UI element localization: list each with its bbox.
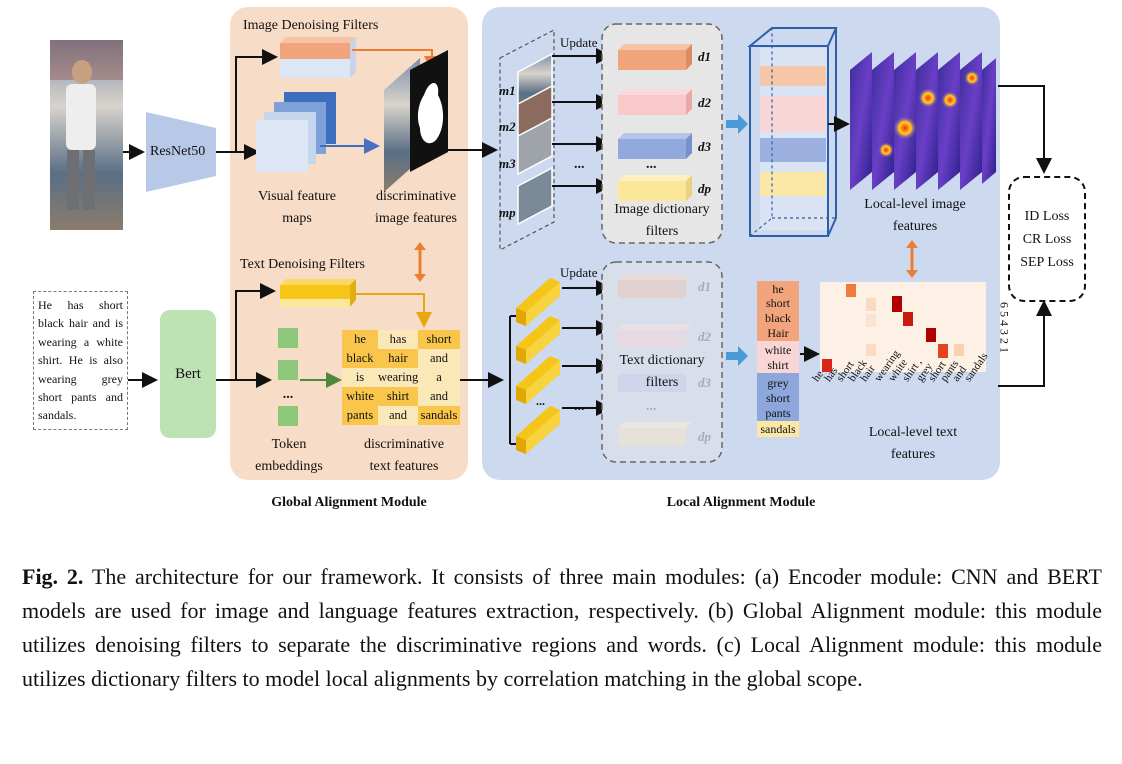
text-dictionary-cubes <box>618 274 692 446</box>
d-text-label-p: dp <box>698 429 711 444</box>
id-loss-label: ID Loss <box>1024 208 1070 224</box>
image-denoising-filter <box>280 37 356 78</box>
text-denoising-title: Text Denoising Filters <box>240 257 366 272</box>
m-label-2: m2 <box>499 119 516 134</box>
image-dictionary-cubes <box>618 44 692 201</box>
d-text-ellipsis: ... <box>646 399 657 414</box>
correlation-matrix <box>820 282 986 372</box>
d-ellipsis: ... <box>646 157 657 172</box>
disc-image-label-2: image features <box>374 211 457 226</box>
phrase-word: pants <box>765 406 791 420</box>
phrase-word: short <box>766 391 790 405</box>
m-ellipsis: ... <box>574 157 585 172</box>
text-dictionary-box <box>601 261 723 463</box>
phrase-word: grey <box>767 376 789 390</box>
feature-volume-cube <box>747 27 838 237</box>
word-cell: sandals <box>420 408 458 422</box>
local-module-title: Local Alignment Module <box>666 495 816 510</box>
image-patch-stack <box>499 29 555 251</box>
word-cell: black <box>346 351 374 365</box>
word-cell: hair <box>388 351 408 365</box>
m-label-p: mp <box>499 205 516 220</box>
word-cell: shirt <box>386 389 410 403</box>
token-label-1: Token <box>271 437 307 452</box>
word-grid <box>342 330 460 425</box>
cr-loss-label: CR Loss <box>1022 231 1072 247</box>
matrix-row-numbers: 6 5 4 3 2 1 <box>997 302 1012 353</box>
disc-image-label-1: discriminative <box>375 189 457 204</box>
image-denoising-title: Image Denoising Filters <box>243 18 379 33</box>
local-image-label-2: features <box>892 219 938 234</box>
image-dict-label-1: Image dictionary <box>614 202 710 217</box>
d-label-2: d2 <box>698 95 711 110</box>
input-text-box: He has short black hair and is wearing a… <box>33 291 128 430</box>
caption-label: Fig. 2. <box>22 564 84 589</box>
phrase-word: Hair <box>767 326 789 340</box>
phrase-column <box>757 281 799 437</box>
word-cell: pants <box>346 408 374 422</box>
update-label-image: Update <box>560 35 598 50</box>
disc-text-label-2: text features <box>369 459 439 474</box>
token-ellipsis: ... <box>282 387 294 402</box>
local-text-label-1: Local-level text <box>868 425 958 440</box>
yellow-filter-ellipsis: ... <box>536 394 545 408</box>
local-image-heatmaps <box>850 52 996 190</box>
word-cell: a <box>436 370 442 384</box>
discriminative-image-features <box>384 50 448 192</box>
word-cell: wearing <box>378 370 419 384</box>
visual-feature-maps <box>256 92 336 172</box>
figure-caption: Fig. 2. The architecture for our framewo… <box>22 560 1102 696</box>
text-dict-label-2: filters <box>645 375 679 390</box>
phrase-word: black <box>765 311 791 325</box>
word-cell: white <box>346 389 374 403</box>
d-text-label-3: d3 <box>698 375 711 390</box>
person-image <box>50 40 123 230</box>
word-cell: has <box>389 332 407 346</box>
disc-text-label-1: discriminative <box>363 437 445 452</box>
word-cell: and <box>429 389 449 403</box>
word-cell: and <box>388 408 408 422</box>
visual-feature-label-2: maps <box>282 211 312 226</box>
word-cell: and <box>429 351 449 365</box>
resnet-label: ResNet50 <box>150 144 206 159</box>
visual-feature-label-1: Visual feature <box>257 189 337 204</box>
update-label-text: Update <box>560 265 598 280</box>
token-embeddings <box>278 328 298 426</box>
d-label-3: d3 <box>698 139 711 154</box>
local-image-label-1: Local-level image <box>864 197 966 212</box>
word-cell: short <box>426 332 452 346</box>
loss-box: ID Loss CR Loss SEP Loss <box>1008 176 1086 302</box>
d-label-p: dp <box>698 181 711 196</box>
text-filter-ellipsis: ... <box>574 399 585 414</box>
word-cell: is <box>355 370 365 384</box>
bert-block: Bert <box>160 310 216 438</box>
m-label-3: m3 <box>499 156 516 171</box>
word-cell: he <box>354 332 366 346</box>
text-denoising-filter <box>280 279 356 307</box>
phrase-word: short <box>766 296 790 310</box>
orange-double-arrow-local <box>906 240 918 278</box>
m-label-1: m1 <box>499 83 516 98</box>
token-label-2: embeddings <box>255 459 323 474</box>
global-module-title: Global Alignment Module <box>271 495 427 510</box>
blue-arrow-icon <box>726 114 748 134</box>
phrase-word: he <box>772 282 784 296</box>
text-dict-label-1: Text dictionary <box>619 353 705 368</box>
caption-text: The architecture for our framework. It c… <box>22 564 1102 691</box>
image-dict-label-2: filters <box>645 224 679 239</box>
d-text-label-2: d2 <box>698 329 711 344</box>
local-text-label-2: features <box>890 447 936 462</box>
phrase-word: shirt <box>767 358 789 372</box>
yellow-text-filters <box>509 278 560 454</box>
d-label-1: d1 <box>698 49 711 64</box>
sep-loss-label: SEP Loss <box>1020 254 1074 270</box>
orange-double-arrow-global <box>414 242 426 282</box>
resnet-block <box>146 112 216 192</box>
blue-arrow-icon-text <box>726 346 748 366</box>
phrase-word: white <box>764 343 792 357</box>
architecture-diagram <box>50 23 1052 463</box>
d-text-label-1: d1 <box>698 279 711 294</box>
phrase-word: sandals <box>760 422 796 436</box>
